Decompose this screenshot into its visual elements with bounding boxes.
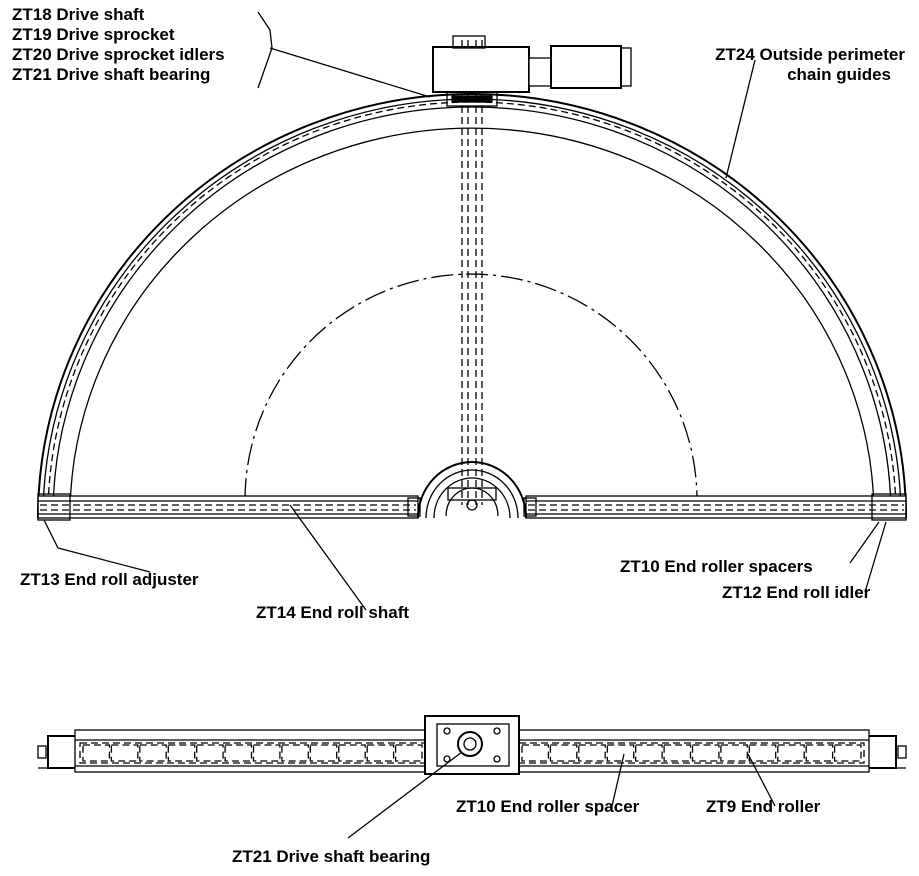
end-roller [720,744,748,762]
label-zt20: ZT20 Drive sprocket idlers [12,45,225,64]
end-roller [578,744,606,762]
label-zt18: ZT18 Drive shaft [12,5,145,24]
centre-hub [417,461,527,519]
end-roller [110,744,139,762]
outer-guide-arc-inner [42,98,902,519]
label-zt10-bottom: ZT10 End roller spacer [456,797,640,816]
end-roller [635,744,663,762]
end-roller [777,744,805,762]
end-roller [549,744,578,762]
end-roller [748,744,777,762]
end-roller [366,744,395,762]
end-roll-shaft-left [37,493,421,521]
chain-path-inner [52,106,892,517]
end-roll-shaft-right [523,493,907,521]
end-roller [82,744,111,762]
end-roller [281,744,309,762]
label-zt10-top: ZT10 End roller spacers [620,557,813,576]
end-roller [394,744,423,762]
end-roller [224,744,253,762]
end-bracket-left [37,745,47,759]
end-roller [606,744,635,762]
label-zt24-line2: chain guides [787,65,891,84]
drive-bearing-box [424,715,520,775]
label-zt14: ZT14 End roll shaft [256,603,409,622]
end-roller [139,744,167,762]
end-roller [167,744,196,762]
label-zt12: ZT12 End roll idler [722,583,871,602]
end-bracket-right [897,745,907,759]
callout-labels: ZT18 Drive shaft ZT19 Drive sprocket ZT2… [12,5,905,866]
side-view [37,715,907,775]
label-zt24-line1: ZT24 Outside perimeter [715,45,905,64]
drive-motor [432,35,632,107]
end-roller [833,744,862,762]
end-roller [252,744,281,762]
plan-view [37,35,907,521]
rollers-left [82,744,423,762]
drive-shaft-vertical [461,40,483,505]
end-roller [309,744,338,762]
inner-platform-arc [69,127,875,517]
end-roller [805,744,834,762]
label-zt13: ZT13 End roll adjuster [20,570,199,589]
label-zt19: ZT19 Drive sprocket [12,25,175,44]
end-roller [691,744,720,762]
label-zt9: ZT9 End roller [706,797,821,816]
rollers-right [521,744,862,762]
end-roller [196,744,224,762]
end-roller [521,744,550,762]
outer-guide-arc [37,93,907,519]
label-zt21-bottom: ZT21 Drive shaft bearing [232,847,430,866]
end-roller [663,744,692,762]
chain-path-dashed [47,101,897,517]
centre-radius-arc [244,273,698,501]
leader-lines [43,11,887,839]
label-zt21-top: ZT21 Drive shaft bearing [12,65,210,84]
end-roller [338,744,366,762]
